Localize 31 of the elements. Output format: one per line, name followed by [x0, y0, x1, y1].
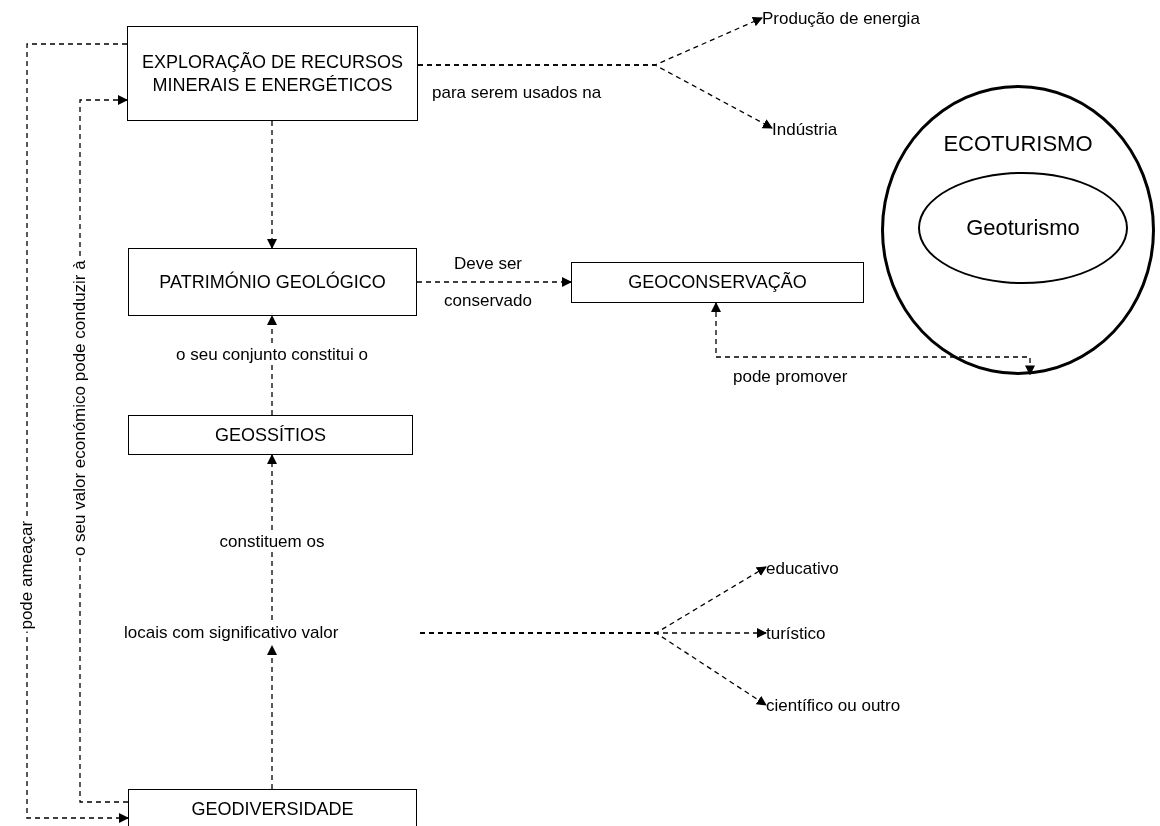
concept-label: Produção de energia — [762, 8, 920, 30]
dashed-arrow — [26, 43, 129, 823]
concept-label: educativo — [766, 558, 839, 580]
dashed-arrow — [419, 632, 767, 706]
concept-label: locais com significativo valor — [124, 622, 339, 644]
dashed-arrow — [416, 277, 572, 287]
concept-label: Geoturismo — [966, 214, 1080, 242]
dashed-arrow — [267, 315, 277, 416]
box-label: EXPLORAÇÃO DE RECURSOS MINERAIS E ENERGÉTICOS — [140, 51, 405, 96]
process-box — [128, 415, 413, 455]
box-label: GEOCONSERVAÇÃO — [627, 271, 808, 294]
concept-label: ECOTURISMO — [943, 130, 1093, 158]
concept-label: Indústria — [772, 119, 838, 141]
process-box — [571, 262, 864, 303]
edge-label: para serem usados na — [430, 83, 604, 104]
dashed-arrow — [267, 454, 277, 621]
dashed-arrow — [267, 120, 277, 249]
edge-label: pode promover — [731, 367, 850, 388]
process-box — [127, 26, 418, 121]
process-box — [128, 248, 417, 316]
edge-label: o seu conjunto constitui o — [174, 345, 370, 366]
box-label: GEODIVERSIDADE — [190, 797, 355, 821]
box-label: GEOSSÍTIOS — [214, 423, 327, 447]
box-label: PATRIMÓNIO GEOLÓGICO — [158, 270, 387, 294]
process-box — [128, 789, 417, 826]
edge-label: Deve ser conservado — [443, 253, 533, 313]
dashed-arrow — [267, 645, 277, 790]
concept-label: turístico — [766, 623, 826, 645]
concept-label: científico ou outro — [766, 695, 901, 717]
outer-circle — [881, 85, 1155, 375]
dashed-arrow — [417, 64, 773, 129]
